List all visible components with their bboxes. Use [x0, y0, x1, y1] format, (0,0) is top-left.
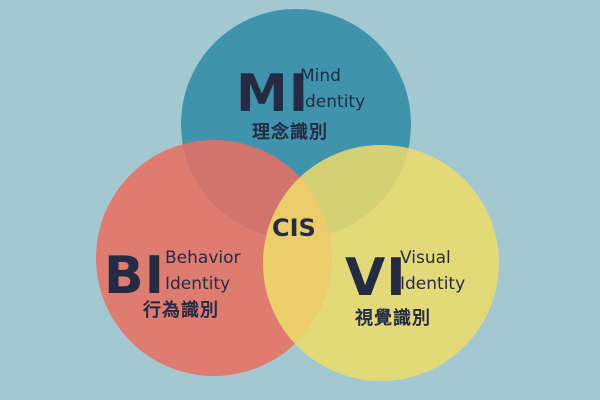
- bi-abbr: BI: [104, 246, 165, 306]
- vi-line2: Identity: [400, 274, 466, 294]
- vi-circle: [263, 145, 499, 381]
- mi-line2: Identity: [300, 92, 366, 112]
- center-label: CIS: [272, 214, 316, 242]
- mi-abbr: MI: [236, 64, 310, 124]
- bi-chinese: 行為識別: [143, 300, 219, 321]
- mi-chinese: 理念識別: [252, 122, 328, 143]
- mi-line1: Mind: [300, 66, 341, 86]
- bi-line1: Behavior: [165, 248, 241, 268]
- bi-line2: Identity: [165, 274, 231, 294]
- bi-circle: [96, 140, 332, 376]
- vi-abbr: VI: [345, 248, 407, 308]
- vi-chinese: 視覺識別: [355, 308, 431, 329]
- vi-line1: Visual: [400, 248, 451, 268]
